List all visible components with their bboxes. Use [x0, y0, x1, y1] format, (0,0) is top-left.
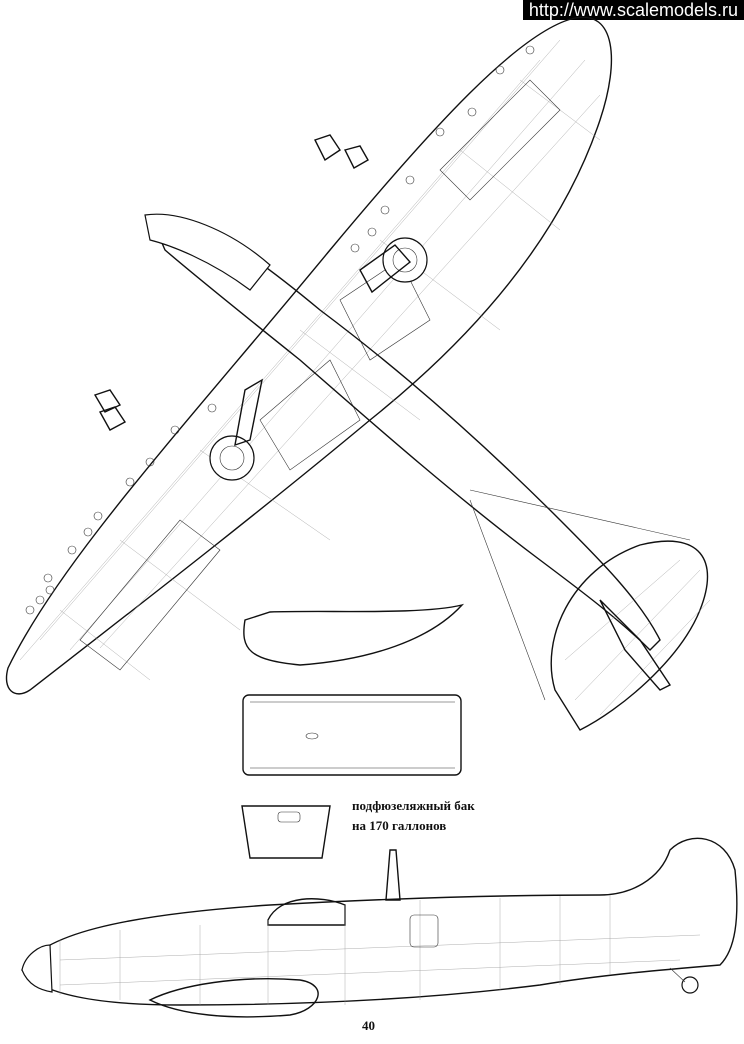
side-profile-view	[21, 837, 738, 1018]
source-url-banner: http://www.scalemodels.ru	[522, 0, 744, 20]
caption-line-2: на 170 галлонов	[352, 818, 447, 833]
drop-tank-side-view	[243, 603, 465, 666]
drop-tank-front-view	[241, 805, 331, 859]
drop-tank-caption: подфюзеляжный бак на 170 галлонов	[352, 796, 475, 836]
page-number: 40	[362, 1018, 375, 1033]
underside-plan-view	[5, 16, 711, 731]
caption-line-1: подфюзеляжный бак	[352, 798, 475, 813]
drop-tank-plan-view	[242, 694, 462, 776]
